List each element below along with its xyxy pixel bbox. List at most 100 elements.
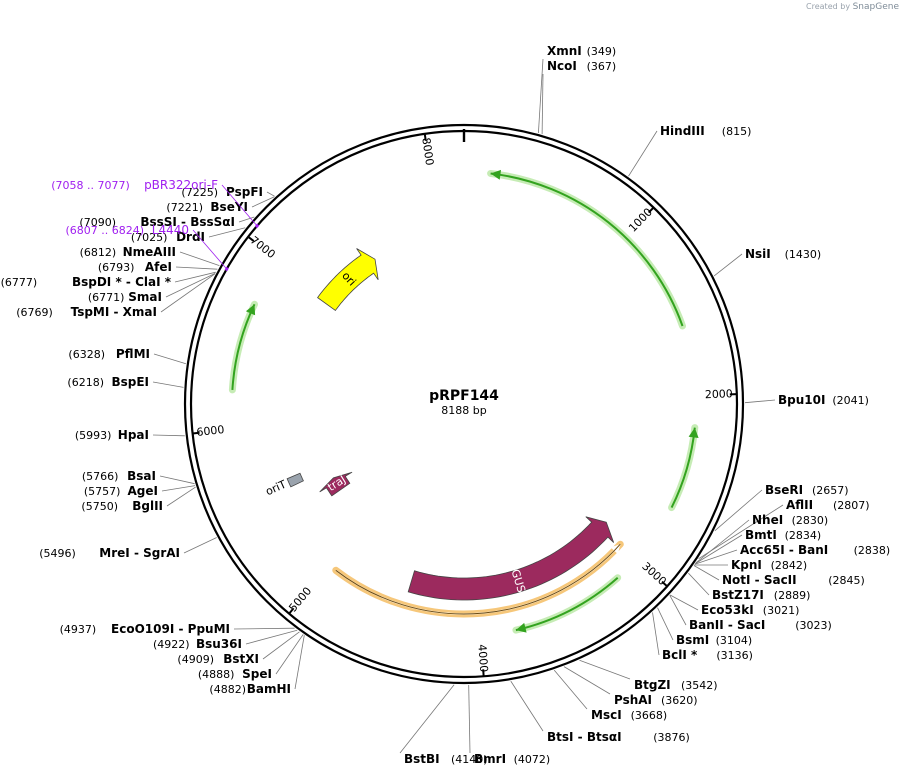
- site-name: XmnI: [547, 44, 582, 58]
- site-name: BamHI: [247, 682, 291, 696]
- site-name: BstBI: [404, 752, 440, 766]
- site-name: EcoO109I - PpuMI: [111, 622, 230, 636]
- tick-mark: [247, 236, 255, 242]
- site-leader-line: [208, 227, 246, 238]
- site-bcli: BclI *(3136): [652, 612, 753, 662]
- site-leader-line: [179, 251, 220, 266]
- site-leader-line: [510, 680, 544, 732]
- primer-mark: [254, 223, 260, 229]
- site-nhei: NheI(2830): [695, 513, 828, 564]
- site-leader-line: [553, 669, 588, 710]
- primer-mark: [224, 266, 229, 272]
- site-bmti: BmtI(2834): [695, 528, 821, 564]
- site-name: BanII - SacI: [689, 618, 765, 632]
- feature-label-orit: oriT: [264, 478, 289, 499]
- site-name: NheI: [752, 513, 783, 527]
- site-position: (4909): [177, 653, 214, 666]
- site-leader-line: [153, 353, 187, 365]
- site-position: (6771): [88, 291, 125, 304]
- site-ecoo109i-ppumi: EcoO109I - PpuMI(4937): [60, 622, 295, 636]
- site-name: AflII: [786, 498, 813, 512]
- site-leader-line: [251, 196, 275, 208]
- site-position: (5993): [75, 429, 112, 442]
- site-btgzi: BtgZI(3542): [579, 659, 718, 692]
- site-name: BstXI: [223, 652, 259, 666]
- primer-leader-line: [192, 229, 228, 270]
- tick-mark: [288, 607, 295, 615]
- site-spei: SpeI(4888): [198, 634, 304, 681]
- site-bspei: BspEI(6218): [67, 375, 184, 389]
- site-leader-line: [694, 549, 738, 565]
- tick-mark: [192, 431, 200, 435]
- site-bsai: BsaI(5766): [82, 469, 195, 485]
- site-name: Bpu10I: [778, 393, 825, 407]
- site-position: (6812): [80, 246, 117, 259]
- watermark-brand: SnapGene: [852, 2, 899, 12]
- site-leader-line: [669, 595, 687, 626]
- feature-orit: [286, 472, 304, 488]
- site-leader-line: [183, 537, 217, 554]
- site-position: (6793): [98, 261, 135, 274]
- site-drdi: DrdI(7025): [131, 227, 246, 244]
- site-kpni: KpnI(2842): [694, 558, 807, 572]
- site-name: HpaI: [118, 428, 149, 442]
- site-leader-line: [166, 486, 196, 507]
- tick-mark: [661, 580, 668, 588]
- site-leader-line: [541, 73, 544, 135]
- tick-mark: [647, 206, 655, 214]
- primer-leader-line: [221, 184, 258, 227]
- site-leader-line: [657, 607, 674, 641]
- site-position: (3104): [716, 634, 753, 647]
- site-leader-line: [266, 191, 275, 197]
- site-bspdi-clai: BspDI * - ClaI *(6777): [1, 271, 216, 289]
- site-position: (7025): [131, 231, 168, 244]
- green-arc-halo: [487, 170, 686, 330]
- site-leader-line: [688, 572, 710, 596]
- primer-position: (6807 .. 6824): [65, 224, 144, 237]
- site-name: Eco53kI: [701, 603, 754, 617]
- site-position: (3542): [681, 679, 718, 692]
- site-name: BssSI - BssSαI: [140, 215, 235, 229]
- site-name: MreI - SgrAI: [99, 546, 180, 560]
- site-leader-line: [175, 266, 218, 270]
- site-leader-line: [161, 485, 196, 492]
- site-leader-line: [174, 271, 216, 283]
- site-bmri: BmrI(4072): [468, 684, 550, 766]
- orange-arc-core: [335, 543, 621, 615]
- site-position: (7225): [181, 186, 218, 199]
- site-position: (6777): [1, 276, 38, 289]
- site-name: NcoI: [547, 59, 577, 73]
- green-arc: [515, 576, 619, 632]
- green-arc-arrowhead: [245, 304, 256, 316]
- site-position: (2838): [854, 544, 891, 557]
- site-mrei-sgrai: MreI - SgrAI (5496): [39, 537, 217, 560]
- site-position: (4882): [209, 683, 246, 696]
- site-aflii: AflII(2807): [698, 498, 870, 560]
- site-position: (6218): [67, 376, 104, 389]
- site-name: AfeI: [145, 260, 172, 274]
- site-leader-line: [713, 253, 743, 277]
- site-name: TspMI - XmaI: [71, 305, 157, 319]
- tick-mark: [423, 133, 427, 141]
- site-noti-sacii: NotI - SacII(2845): [693, 565, 865, 587]
- site-leader-line: [693, 565, 720, 581]
- site-name: Bsu36I: [196, 637, 242, 651]
- site-tspmi-xmai: TspMI - XmaI(6769): [16, 273, 216, 319]
- site-leader-line: [159, 475, 195, 485]
- site-ncoi: NcoI(367): [541, 59, 616, 135]
- site-position: (3023): [795, 619, 832, 632]
- feature-ori: [317, 248, 379, 312]
- site-position: (3668): [631, 709, 668, 722]
- snapgene-watermark: Created by SnapGene: [806, 2, 899, 12]
- site-position: (5496): [39, 547, 76, 560]
- site-position: (5750): [81, 500, 118, 513]
- site-xmni: XmnI(349): [538, 44, 616, 134]
- site-position: (3136): [716, 649, 753, 662]
- site-leader-line: [245, 629, 298, 645]
- site-layer: XmnI(349)NcoI(367)HindIII(815)NsiI(1430)…: [1, 44, 891, 766]
- arc-layer: [228, 169, 699, 634]
- site-name: BmrI: [474, 752, 506, 766]
- site-name: BstZ17I: [712, 588, 764, 602]
- site-name: NsiI: [745, 247, 771, 261]
